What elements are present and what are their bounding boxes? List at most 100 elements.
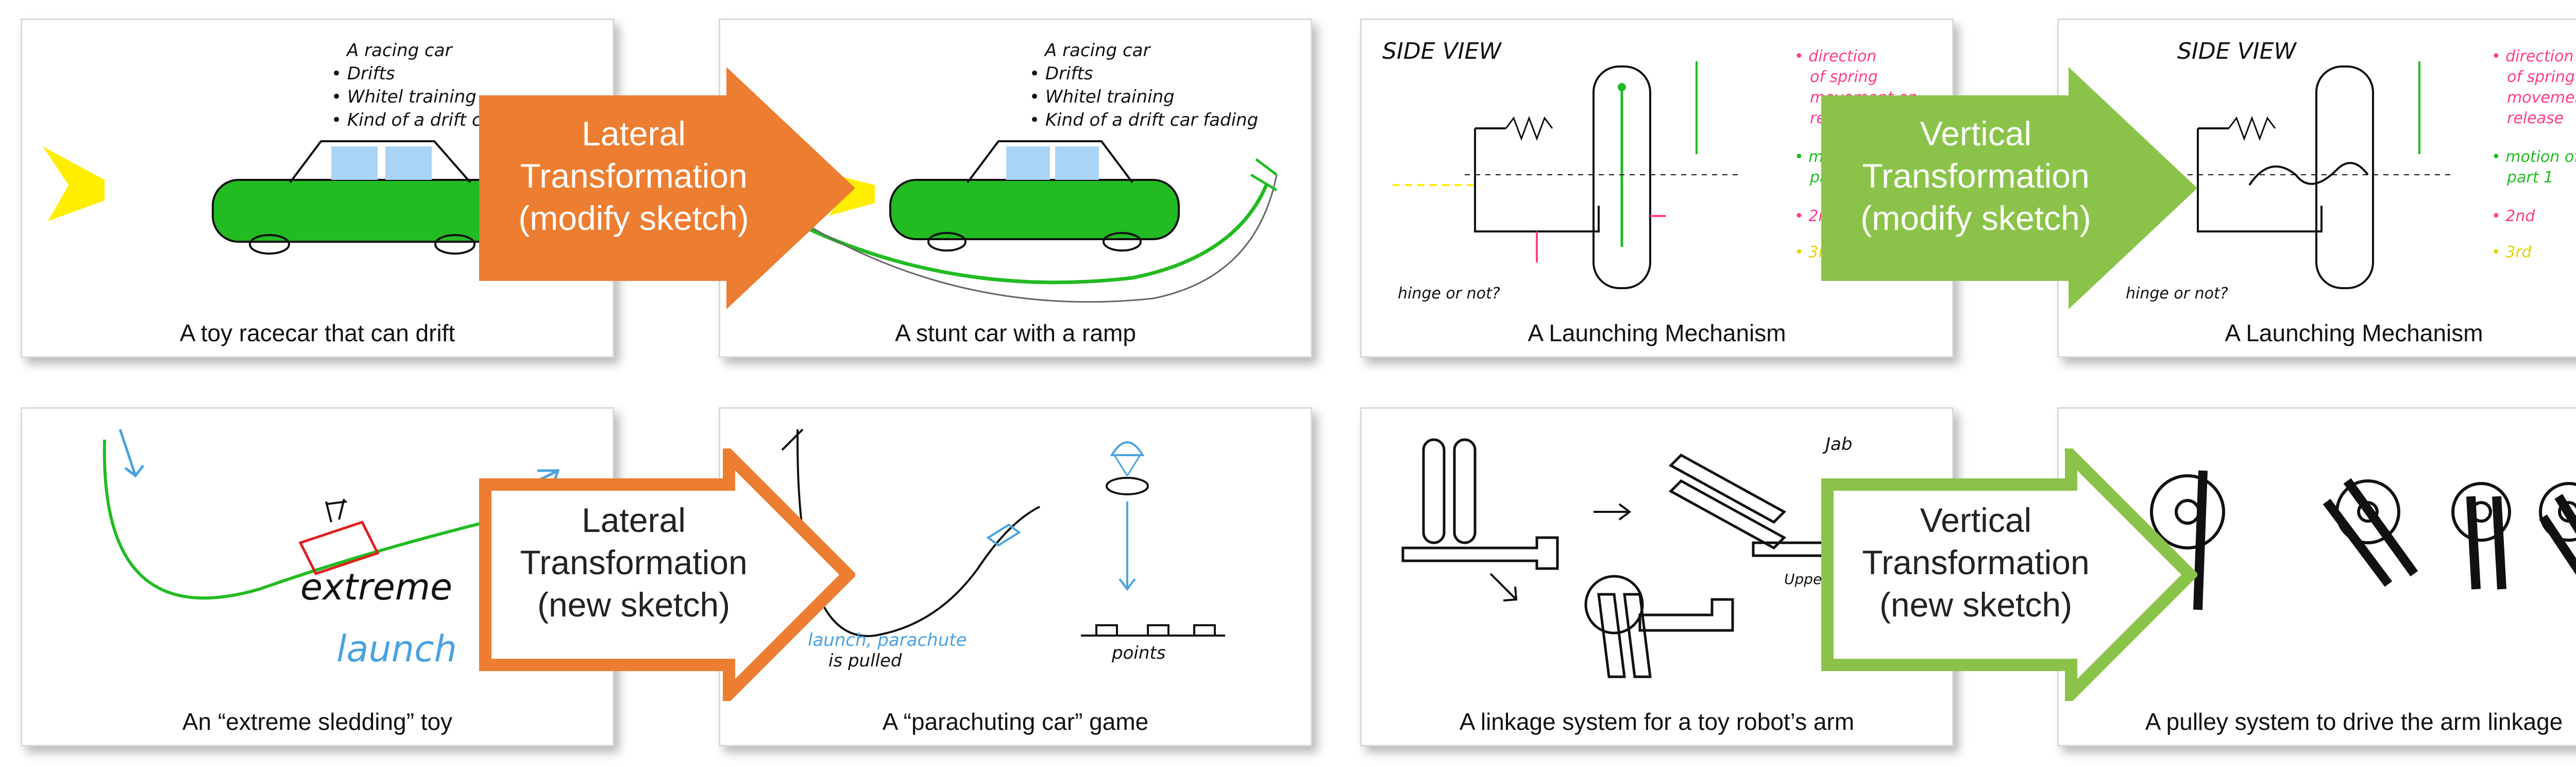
label-line-2: Transformation [520, 157, 748, 195]
card-linkage: Jab Upper cut A linkage system for a toy… [1360, 407, 1954, 746]
arrow-shape [479, 448, 855, 701]
car-window-left [1006, 146, 1050, 180]
sled-word-extreme: extreme [300, 566, 452, 608]
scribble [2248, 162, 2369, 186]
launch-2-note-2: of spring [2507, 68, 2575, 86]
track-top [781, 428, 804, 451]
label-line-1: Lateral [582, 501, 686, 539]
jab-label: Jab [1822, 434, 1852, 455]
label-vertical-modify: Vertical Transformation (modify sketch) [1826, 112, 2125, 239]
ramp-curve [802, 184, 1268, 285]
label-line-3: (modify sketch) [518, 199, 749, 237]
card-sledding: extreme launch An “extreme sledding” toy [21, 407, 614, 746]
car-wheel-rear [1103, 232, 1142, 252]
launch-2-sketch: SIDE VIEW hinge or not? • direction of s… [2126, 38, 2576, 303]
linkage-uppercut [1584, 575, 1734, 678]
car-roof [967, 140, 1133, 184]
pulley-4 [2539, 482, 2576, 575]
car-wheel-front [249, 234, 290, 255]
slope-curve [103, 439, 486, 600]
arrow-lateral-modify [479, 67, 855, 309]
hinge-note: hinge or not? [1398, 285, 1500, 303]
pink-arrows [1536, 215, 1666, 262]
pulley-sketch [2150, 470, 2576, 610]
caption-launch-2: A Launching Mechanism [2225, 320, 2483, 346]
parachute-note-2: is pulled [828, 651, 902, 671]
ramp-outline [792, 174, 1278, 303]
sledding-sketch: extreme launch [103, 429, 560, 670]
caption-stunt-car: A stunt car with a ramp [895, 320, 1136, 346]
label-line-2: Transformation [1862, 157, 2090, 195]
sled-word-launch: launch [336, 628, 457, 670]
racecar-sketch: A racing car • Drifts • Whitel training … [43, 40, 533, 255]
launch-2-note-7: • 2nd [2492, 207, 2535, 225]
arrow-to-jab [1594, 503, 1632, 521]
pulley-3 [2451, 482, 2511, 590]
arrow-shape [1821, 448, 2197, 701]
label-vertical-new: Vertical Transformation (new sketch) [1826, 499, 2125, 626]
car-body [889, 179, 1180, 240]
stunt-note-3: • Whitel training [1029, 87, 1175, 107]
drop-arrow [1118, 502, 1136, 591]
label-line-3: (new sketch) [537, 586, 731, 624]
launch-2-note-4: release [2507, 109, 2564, 127]
card-launch-1: SIDE VIEW hinge or not? • direction of s… [1360, 19, 1954, 358]
parachute-lines [1113, 455, 1141, 476]
launch-2-note-3: movement on [2507, 89, 2576, 107]
car-window-left [331, 146, 378, 180]
parachute-canopy [1110, 441, 1145, 456]
launch-2-note-5: • motion of [2492, 148, 2576, 166]
launch-2-note-1: • direction [2492, 47, 2573, 65]
launch-2-note-8: • 3rd [2492, 243, 2532, 261]
car-wheel-front [927, 232, 967, 252]
label-line-3: (modify sketch) [1860, 199, 2091, 237]
label-line-3: (new sketch) [1879, 586, 2073, 624]
arrow-shape [1821, 67, 2197, 309]
parachute-car [1106, 477, 1149, 495]
launch-1-note-2: of spring [1810, 68, 1878, 86]
hinge-note: hinge or not? [2126, 285, 2228, 303]
linkage-arm-1 [1401, 438, 1559, 570]
caption-linkage: A linkage system for a toy robot’s arm [1459, 708, 1855, 735]
label-line-1: Vertical [1920, 114, 2032, 153]
pulley-2 [2323, 478, 2418, 587]
launch-1-note-1: • direction [1794, 47, 1876, 65]
label-lateral-new: Lateral Transformation (new sketch) [484, 499, 783, 626]
sled-rider [325, 498, 347, 523]
car-window-right [1055, 146, 1099, 180]
label-line-1: Lateral [582, 114, 686, 153]
parachute-points: points [1111, 643, 1165, 663]
caption-launch-1: A Launching Mechanism [1528, 320, 1786, 346]
mechanism-frame [1474, 127, 1600, 232]
vertical-part [2315, 65, 2374, 289]
car-body [212, 179, 523, 243]
caption-parachute: A “parachuting car” game [882, 708, 1149, 735]
caption-sledding: An “extreme sledding” toy [182, 708, 453, 735]
vertical-part [1592, 65, 1651, 289]
label-line-2: Transformation [520, 543, 748, 581]
mechanism-frame [2197, 127, 2323, 232]
car-roof [289, 140, 471, 184]
parachute-note-1: launch, parachute [808, 630, 967, 651]
label-lateral-modify: Lateral Transformation (modify sketch) [484, 112, 783, 239]
arrow-vertical-new [1821, 448, 2197, 701]
label-line-2: Transformation [1862, 543, 2090, 581]
pulley-1 [2150, 470, 2225, 610]
spring [2228, 115, 2276, 141]
motion-lines [1250, 158, 1278, 192]
car-window-right [385, 146, 432, 180]
racecar-note-2: • Drifts [331, 63, 395, 84]
arrow-to-uppercut [1489, 573, 1518, 602]
stunt-note-1: A racing car [1044, 40, 1151, 61]
label-line-1: Vertical [1920, 501, 2032, 539]
stunt-note-2: • Drifts [1029, 63, 1093, 84]
car-wheel-rear [434, 234, 476, 255]
caption-racecar: A toy racecar that can drift [179, 320, 455, 346]
arrow-lateral-new [479, 448, 855, 701]
down-arrow [118, 429, 144, 478]
sled [298, 520, 380, 576]
launch-2-note-6: part 1 [2506, 169, 2553, 187]
stunt-note-4: • Kind of a drift car fading [1029, 110, 1258, 130]
caption-pulley: A pulley system to drive the arm linkage [2145, 708, 2563, 735]
side-view-title: SIDE VIEW [2177, 38, 2297, 64]
